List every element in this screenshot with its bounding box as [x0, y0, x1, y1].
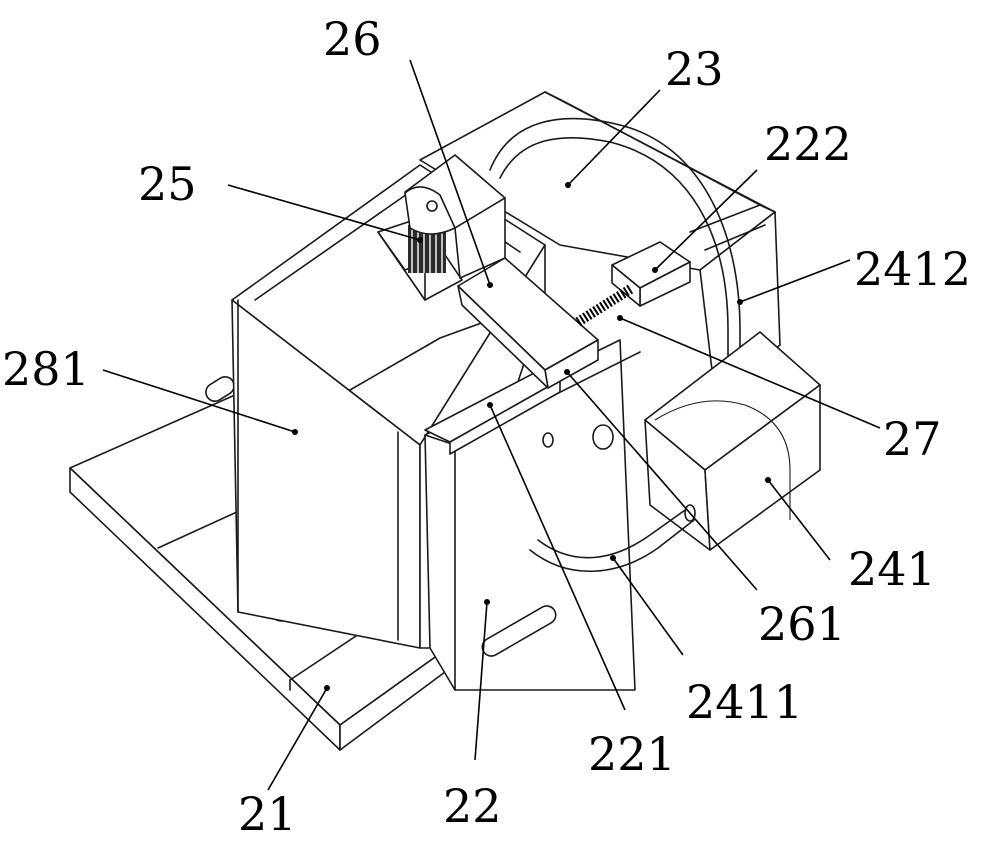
label-2411: 2411 [686, 675, 803, 729]
box-241 [644, 331, 821, 551]
label-27: 27 [883, 412, 942, 466]
leader-lines [102, 59, 881, 791]
label-26: 26 [323, 12, 382, 66]
gear-bracket-25 [377, 154, 506, 301]
hole-small [542, 432, 554, 448]
label-21: 21 [238, 787, 297, 841]
label-222: 222 [764, 117, 852, 171]
label-221: 221 [588, 727, 676, 781]
label-281: 281 [2, 342, 90, 396]
pusher-26 [457, 257, 599, 389]
label-261: 261 [758, 597, 846, 651]
label-2412: 2412 [854, 242, 971, 296]
label-23: 23 [665, 42, 724, 96]
hole-large [592, 424, 614, 450]
label-241: 241 [848, 542, 936, 596]
block-222 [611, 241, 691, 307]
reference-labels: 26 23 222 25 2412 281 27 241 261 2411 22… [2, 12, 971, 841]
base-slot-back [205, 376, 235, 402]
label-22: 22 [443, 779, 502, 833]
spring-27 [575, 283, 635, 327]
label-25: 25 [138, 157, 197, 211]
